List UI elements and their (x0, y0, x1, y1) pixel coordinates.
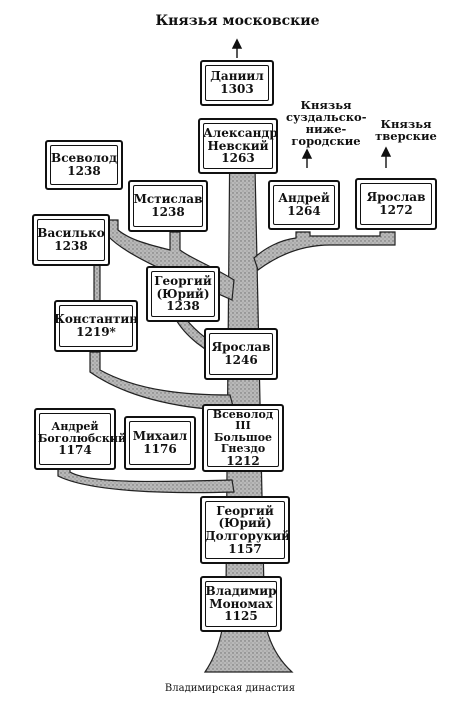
node-year: 1125 (224, 609, 258, 624)
node-year: 1263 (221, 151, 255, 166)
node-year: 1219* (76, 325, 116, 339)
node-vladimir-monomakh: Владимир Мономах 1125 (200, 576, 282, 632)
node-year: 1238 (166, 299, 200, 314)
node-year: 1157 (228, 541, 262, 556)
branch-label-tver: Князья тверские (375, 117, 437, 144)
node-mikhail: Михаил 1176 (124, 416, 196, 470)
node-andrey-1264: Андрей 1264 (268, 180, 340, 230)
node-year: 1238 (54, 239, 88, 253)
node-name: Владимир Мономах (205, 584, 277, 611)
node-name: Ярослав (211, 340, 271, 355)
diagram-caption: Владимирская династия (164, 683, 296, 694)
diagram-title: Князья московские (155, 13, 320, 29)
node-name: Александр Невский (203, 126, 278, 153)
node-yaroslav-1272: Ярослав 1272 (355, 178, 437, 230)
node-name: Георгий (Юрий) Долгорукий (205, 503, 291, 543)
node-name: Георгий (Юрий) (154, 274, 212, 301)
node-name: Василько (37, 226, 105, 241)
node-year: 1212 (226, 453, 260, 468)
node-name: Ярослав (366, 190, 426, 205)
node-year: 1303 (220, 82, 254, 96)
node-name: Даниил (210, 69, 264, 84)
node-name: Мстислав (133, 192, 203, 207)
node-name: Всеволод (51, 151, 117, 166)
node-year: 1238 (151, 205, 185, 219)
branch-label-suzdal: Князья суздальско-ниже-городские (286, 98, 367, 149)
node-year: 1272 (379, 203, 413, 217)
node-year: 1264 (287, 204, 321, 218)
node-year: 1174 (58, 443, 92, 458)
node-daniil: Даниил 1303 (200, 60, 274, 106)
node-name: Михаил (132, 429, 188, 444)
node-konstantin: Константин 1219* (54, 300, 138, 352)
node-yaroslav-1246: Ярослав 1246 (204, 328, 278, 380)
node-year: 1246 (224, 353, 258, 367)
branch-right-upper (253, 231, 396, 271)
node-mstislav: Мстислав 1238 (128, 180, 208, 232)
node-yury-dolgoruky: Георгий (Юрий) Долгорукий 1157 (200, 496, 290, 564)
branch-left-lower (89, 351, 235, 411)
node-aleksandr-nevsky: Александр Невский 1263 (198, 118, 278, 174)
node-name: Константин (53, 312, 139, 327)
node-vsevolod-1238: Всеволод 1238 (45, 140, 123, 190)
node-vasilko: Василько 1238 (32, 214, 110, 266)
node-name: Андрей Боголюбский (38, 420, 127, 445)
node-year: 1176 (143, 442, 177, 456)
node-vsevolod-iii: Всеволод III Большое Гнездо 1212 (202, 404, 284, 472)
node-year: 1238 (67, 164, 101, 178)
node-name: Андрей (278, 191, 330, 206)
node-name: Всеволод III Большое Гнездо (212, 407, 274, 456)
node-georgy-1238: Георгий (Юрий) 1238 (146, 266, 220, 322)
node-andrey-bogolyubsky: Андрей Боголюбский 1174 (34, 408, 127, 470)
